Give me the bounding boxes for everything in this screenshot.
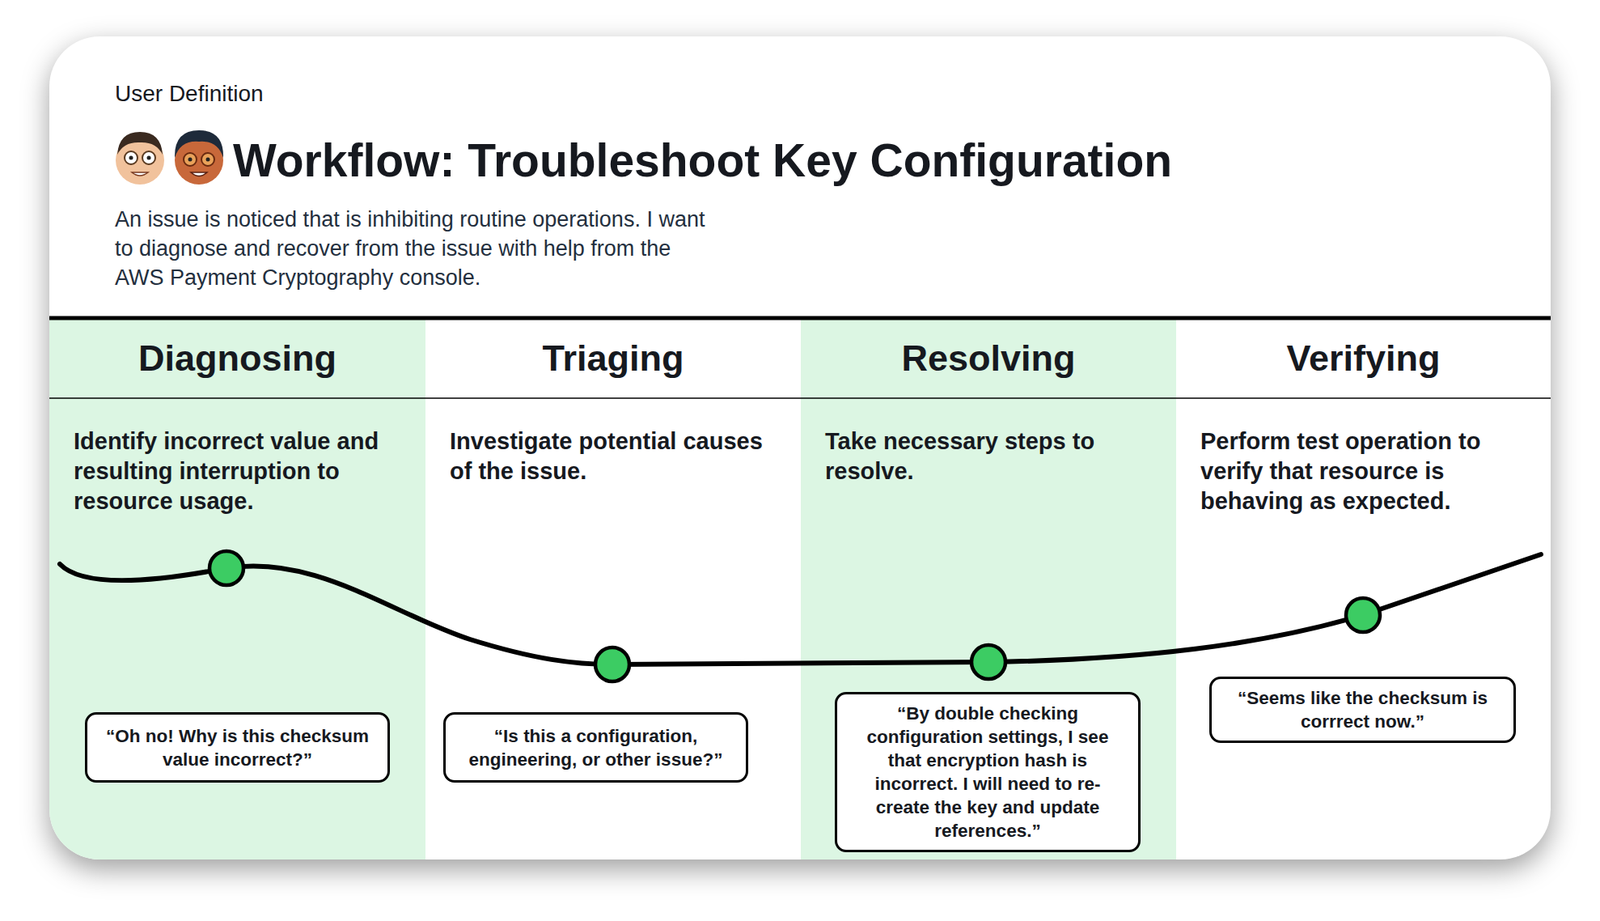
quote-box: “Seems like the checksum is corrrect now… [1209,676,1516,743]
caption: An issue is noticed that is inhibiting r… [114,204,718,293]
phase-description: Investigate potential causes of the issu… [449,426,784,487]
divider-line [49,397,1551,399]
phase-heading-wrap: Verifying [1176,317,1551,398]
persona-faces [115,130,224,185]
phase-column: DiagnosingIdentify incorrect value and r… [49,317,426,860]
journey-curve [59,554,1541,665]
phase-heading-wrap: Resolving [800,317,1177,398]
quote-text-wrap: “Oh no! Why is this checksum value incor… [98,723,377,771]
phase-heading: Triaging [541,337,684,380]
phase-description: Take necessary steps to resolve. [825,426,1159,487]
quote-text: “Is this a configuration, engineering, o… [457,723,735,771]
phase-heading-wrap: Triaging [425,317,801,398]
phase-heading-wrap: Diagnosing [49,317,426,398]
quote-text: “Oh no! Why is this checksum value incor… [98,723,377,771]
phase-column: TriagingInvestigate potential causes of … [425,317,801,860]
section-label: User Definition [114,80,264,107]
title: Workflow: Troubleshoot Key Configuration [232,131,1173,189]
green-band [49,317,426,860]
quote-text: “By double checking configuration settin… [848,701,1127,843]
quote-text-wrap: “Seems like the checksum is corrrect now… [1223,685,1503,733]
green-band [800,317,1177,860]
quote-box: “Oh no! Why is this checksum value incor… [84,711,390,783]
quote-box: “Is this a configuration, engineering, o… [443,711,749,783]
phase-heading: Verifying [1286,337,1440,380]
phase-heading: Diagnosing [138,337,337,380]
phase-description: Perform test operation to verify that re… [1200,426,1533,517]
divider-line [49,316,1551,321]
phase-description: Identify incorrect value and resulting i… [73,426,408,517]
card-panel: User DefinitionWorkflow: Troubleshoot Ke… [49,36,1551,860]
quote-text: “Seems like the checksum is corrrect now… [1223,685,1503,733]
quote-box: “By double checking configuration settin… [834,691,1141,852]
quote-text-wrap: “By double checking configuration settin… [848,701,1127,843]
quote-text-wrap: “Is this a configuration, engineering, o… [457,723,735,771]
phase-column: VerifyingPerform test operation to verif… [1176,317,1551,860]
phase-heading: Resolving [901,337,1076,380]
journey-dots [209,550,1380,682]
phase-column: ResolvingTake necessary steps to resolve… [800,317,1177,860]
